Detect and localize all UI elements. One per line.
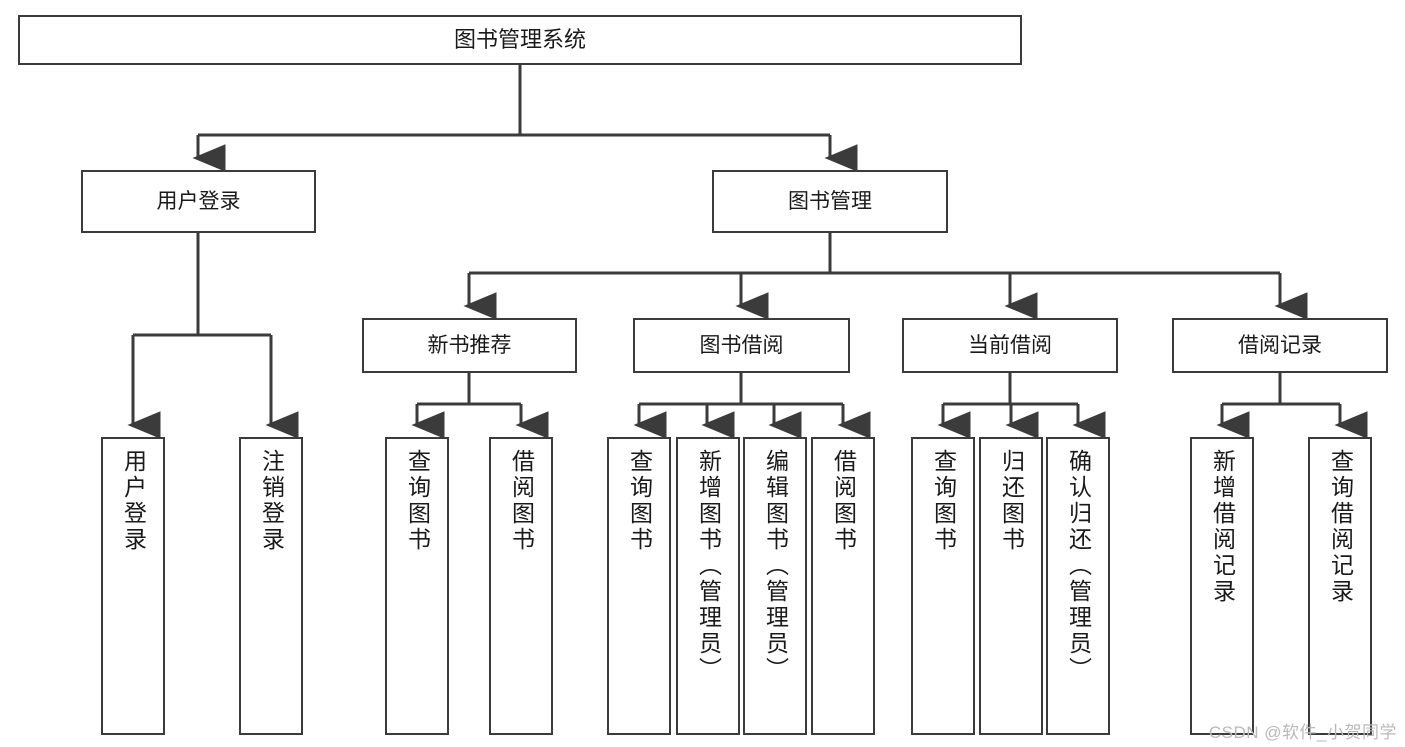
leaf-query-book-1-label: 查询图书 xyxy=(404,449,431,553)
leaf-query-record-label: 查询借阅记录 xyxy=(1327,449,1354,605)
leaf-edit-book[interactable]: 编辑图书（管理员） xyxy=(743,437,807,735)
node-book-manage[interactable]: 图书管理 xyxy=(712,170,948,233)
leaf-query-book-1[interactable]: 查询图书 xyxy=(385,437,449,735)
leaf-borrow-book-2-label: 借阅图书 xyxy=(830,449,857,553)
leaf-add-record-label: 新增借阅记录 xyxy=(1209,449,1236,605)
leaf-add-record[interactable]: 新增借阅记录 xyxy=(1190,437,1254,735)
leaf-add-book[interactable]: 新增图书（管理员） xyxy=(676,437,740,735)
leaf-user-logout-label: 注销登录 xyxy=(258,449,285,553)
leaf-query-book-2-label: 查询图书 xyxy=(626,449,653,553)
leaf-user-login[interactable]: 用户登录 xyxy=(101,437,165,735)
leaf-user-login-label: 用户登录 xyxy=(120,449,147,553)
node-current-borrow[interactable]: 当前借阅 xyxy=(902,318,1118,373)
node-new-book-recommend[interactable]: 新书推荐 xyxy=(362,318,577,373)
node-root[interactable]: 图书管理系统 xyxy=(18,15,1022,65)
node-root-label: 图书管理系统 xyxy=(453,26,586,52)
node-user-login-label: 用户登录 xyxy=(156,189,241,213)
leaf-user-logout[interactable]: 注销登录 xyxy=(239,437,303,735)
leaf-query-book-2[interactable]: 查询图书 xyxy=(607,437,671,735)
leaf-query-book-3[interactable]: 查询图书 xyxy=(911,437,975,735)
node-user-login[interactable]: 用户登录 xyxy=(81,170,316,233)
node-borrow-record-label: 借阅记录 xyxy=(1238,333,1322,357)
leaf-borrow-book-2[interactable]: 借阅图书 xyxy=(811,437,875,735)
leaf-edit-book-label: 编辑图书（管理员） xyxy=(762,449,789,683)
leaf-query-record[interactable]: 查询借阅记录 xyxy=(1308,437,1372,735)
leaf-borrow-book-1[interactable]: 借阅图书 xyxy=(489,437,553,735)
leaf-return-book-label: 归还图书 xyxy=(998,449,1025,553)
node-book-borrow[interactable]: 图书借阅 xyxy=(633,318,850,373)
leaf-confirm-return[interactable]: 确认归还（管理员） xyxy=(1046,437,1110,735)
node-book-manage-label: 图书管理 xyxy=(788,189,872,213)
node-new-book-recommend-label: 新书推荐 xyxy=(427,333,512,357)
node-book-borrow-label: 图书借阅 xyxy=(699,333,784,357)
node-current-borrow-label: 当前借阅 xyxy=(968,333,1052,357)
node-borrow-record[interactable]: 借阅记录 xyxy=(1172,318,1388,373)
watermark-text: CSDN @软件_小贺同学 xyxy=(1208,723,1397,742)
leaf-return-book[interactable]: 归还图书 xyxy=(979,437,1043,735)
leaf-query-book-3-label: 查询图书 xyxy=(930,449,957,553)
leaf-confirm-return-label: 确认归还（管理员） xyxy=(1065,449,1092,683)
leaf-add-book-label: 新增图书（管理员） xyxy=(695,449,722,683)
leaf-borrow-book-1-label: 借阅图书 xyxy=(508,449,535,553)
